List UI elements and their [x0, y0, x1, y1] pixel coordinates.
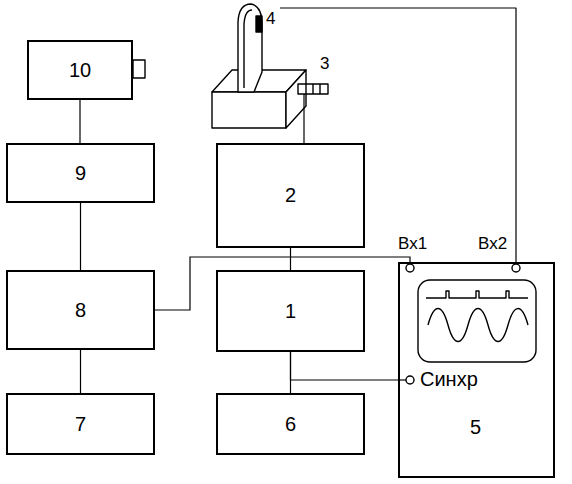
input-name: Синхр [420, 368, 478, 391]
exciter-rod [298, 84, 328, 94]
signal-wire [79, 100, 80, 143]
rod-ring [319, 84, 320, 94]
device-number: 6 [285, 413, 296, 436]
device-box: 10 [27, 40, 133, 100]
base-side [286, 70, 306, 128]
wire [303, 94, 304, 143]
device-box: 6 [216, 393, 365, 455]
input-pin [512, 264, 520, 272]
rod-ring [305, 84, 306, 94]
pulse-trace [426, 291, 528, 298]
device-number: 8 [75, 299, 86, 322]
wire [280, 8, 516, 264]
device-box: 2 [216, 143, 365, 248]
signal-wire [80, 350, 81, 393]
device-number: 2 [285, 184, 296, 207]
device-box: 7 [6, 393, 155, 455]
base-front [212, 92, 286, 128]
scope-screen [418, 280, 536, 362]
device-box: 1 [216, 270, 365, 352]
signal-wire [80, 203, 81, 270]
plate [238, 4, 262, 92]
input-name: Вх1 [398, 234, 427, 254]
device-number: 5 [470, 416, 481, 439]
signal-wire [291, 352, 399, 380]
signal-wire [155, 257, 410, 310]
callout-number: 3 [320, 54, 329, 74]
input-name: Вх2 [478, 234, 507, 254]
device-box: 8 [6, 270, 155, 350]
plate-edge [244, 10, 252, 88]
oscilloscope-box: Синхр 5 [398, 262, 555, 478]
sensor [256, 16, 262, 32]
sine-trace [428, 309, 528, 342]
device-number: 1 [285, 300, 296, 323]
device-number: 9 [75, 162, 86, 185]
camera-lens [133, 60, 145, 78]
input-pin [406, 264, 414, 272]
signal-wire [290, 248, 291, 270]
callout-number: 4 [266, 9, 275, 29]
input-pin [406, 376, 414, 384]
device-number: 10 [69, 59, 91, 82]
device-box: 9 [6, 143, 155, 203]
rod-ring [312, 84, 313, 94]
device-number: 7 [75, 413, 86, 436]
